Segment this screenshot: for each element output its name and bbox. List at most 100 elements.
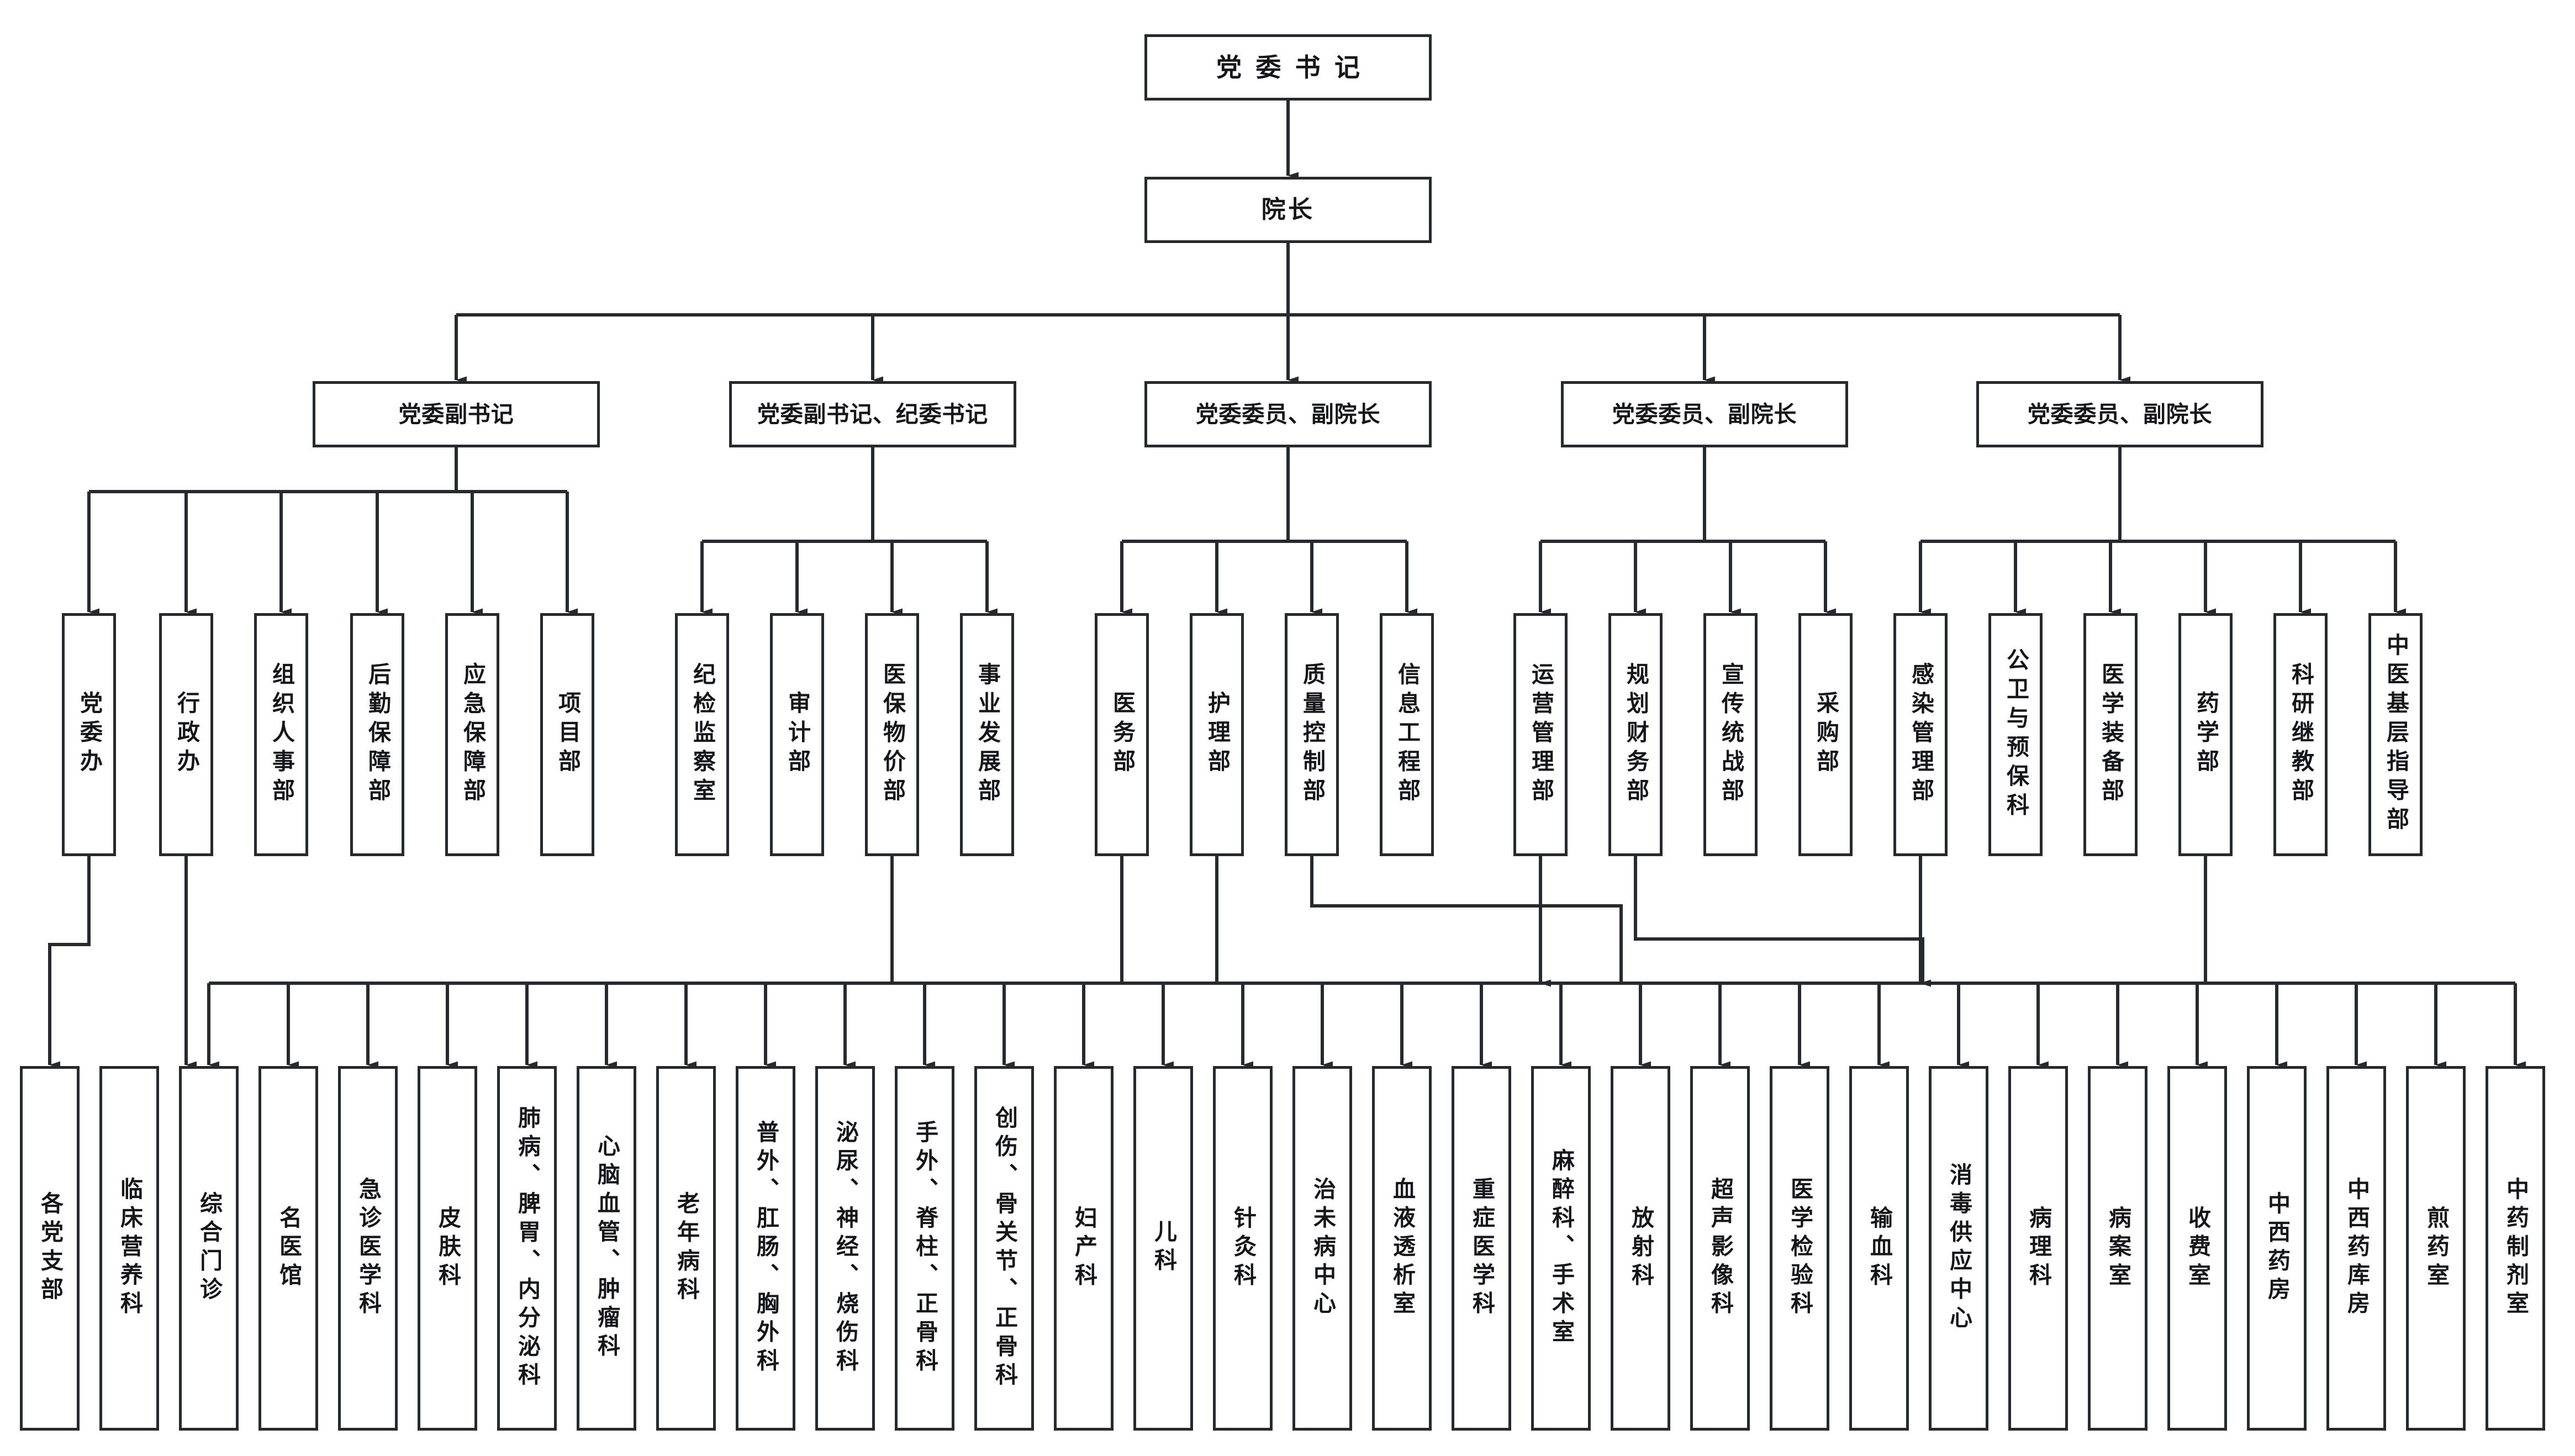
node-label: 治未病中心 <box>1310 1177 1336 1320</box>
node-label: 名医馆 <box>276 1205 302 1291</box>
node-department-6[interactable]: 纪检监察室 <box>675 613 729 856</box>
node-department-19[interactable]: 公卫与预保科 <box>1988 613 2043 856</box>
node-department-10[interactable]: 医务部 <box>1095 613 1149 856</box>
node-department-7[interactable]: 审计部 <box>770 613 824 856</box>
node-deputy-2[interactable]: 党委委员、副院长 <box>1144 381 1432 447</box>
node-label: 各党支部 <box>37 1191 63 1306</box>
node-department-12[interactable]: 质量控制部 <box>1285 613 1339 856</box>
node-deputy-0[interactable]: 党委副书记 <box>313 381 600 447</box>
node-clinical-3[interactable]: 名医馆 <box>258 1066 318 1431</box>
node-department-17[interactable]: 采购部 <box>1798 613 1853 856</box>
node-department-3[interactable]: 后勤保障部 <box>350 613 404 856</box>
node-label: 应急保障部 <box>460 662 486 808</box>
node-clinical-30[interactable]: 煎药室 <box>2406 1066 2466 1431</box>
node-clinical-12[interactable]: 创伤、骨关节、正骨科 <box>974 1066 1034 1431</box>
node-label: 运营管理部 <box>1528 662 1554 808</box>
node-department-4[interactable]: 应急保障部 <box>445 613 499 856</box>
node-label: 党委办 <box>76 691 102 778</box>
node-clinical-0[interactable]: 各党支部 <box>20 1066 80 1431</box>
node-department-21[interactable]: 药学部 <box>2178 613 2233 856</box>
node-department-18[interactable]: 感染管理部 <box>1893 613 1948 856</box>
node-label: 行政办 <box>173 691 199 778</box>
node-department-15[interactable]: 规划财务部 <box>1608 613 1663 856</box>
node-department-1[interactable]: 行政办 <box>159 613 213 856</box>
node-clinical-13[interactable]: 妇产科 <box>1054 1066 1114 1431</box>
node-department-23[interactable]: 中医基层指导部 <box>2368 613 2423 856</box>
node-clinical-19[interactable]: 麻醉科、手术室 <box>1531 1066 1591 1431</box>
node-clinical-14[interactable]: 儿科 <box>1133 1066 1193 1431</box>
node-department-14[interactable]: 运营管理部 <box>1513 613 1568 856</box>
node-department-20[interactable]: 医学装备部 <box>2083 613 2138 856</box>
node-deputy-3[interactable]: 党委委员、副院长 <box>1561 381 1848 447</box>
node-department-8[interactable]: 医保物价部 <box>865 613 919 856</box>
node-label: 煎药室 <box>2423 1205 2449 1291</box>
node-label: 中西药房 <box>2264 1191 2290 1306</box>
node-label: 药学部 <box>2193 691 2219 778</box>
node-clinical-21[interactable]: 超声影像科 <box>1690 1066 1750 1431</box>
node-department-2[interactable]: 组织人事部 <box>254 613 308 856</box>
node-clinical-2[interactable]: 综合门诊 <box>179 1066 239 1431</box>
node-clinical-22[interactable]: 医学检验科 <box>1770 1066 1829 1431</box>
node-clinical-1[interactable]: 临床营养科 <box>99 1066 159 1431</box>
node-label: 审计部 <box>784 691 810 778</box>
node-label: 医保物价部 <box>879 662 905 808</box>
node-label: 宣传统战部 <box>1718 662 1744 808</box>
node-label: 肺病、脾胃、内分泌科 <box>514 1105 540 1391</box>
node-label: 党委委员、副院长 <box>2027 401 2213 427</box>
node-label: 儿科 <box>1151 1220 1176 1277</box>
node-label: 超声影像科 <box>1707 1177 1733 1320</box>
node-label: 质量控制部 <box>1299 662 1325 808</box>
node-label: 重症医学科 <box>1469 1177 1495 1320</box>
node-label: 纪检监察室 <box>689 662 715 808</box>
node-label: 病理科 <box>2025 1205 2051 1291</box>
node-department-0[interactable]: 党委办 <box>62 613 116 856</box>
node-clinical-23[interactable]: 输血科 <box>1849 1066 1909 1431</box>
node-deputy-1[interactable]: 党委副书记、纪委书记 <box>729 381 1016 447</box>
node-clinical-20[interactable]: 放射科 <box>1611 1066 1670 1431</box>
node-label: 妇产科 <box>1071 1205 1097 1291</box>
node-label: 医务部 <box>1109 691 1135 778</box>
node-clinical-18[interactable]: 重症医学科 <box>1452 1066 1511 1431</box>
node-clinical-31[interactable]: 中药制剂室 <box>2486 1066 2545 1431</box>
node-label: 泌尿、神经、烧伤科 <box>832 1120 858 1377</box>
node-label: 采购部 <box>1813 691 1839 778</box>
node-label: 中西药库房 <box>2344 1177 2370 1320</box>
node-label: 科研继教部 <box>2288 662 2314 808</box>
node-department-11[interactable]: 护理部 <box>1190 613 1244 856</box>
node-clinical-5[interactable]: 皮肤科 <box>418 1066 477 1431</box>
node-clinical-7[interactable]: 心脑血管、肿瘤科 <box>577 1066 636 1431</box>
node-department-5[interactable]: 项目部 <box>540 613 594 856</box>
node-department-13[interactable]: 信息工程部 <box>1380 613 1434 856</box>
node-label: 中医基层指导部 <box>2383 633 2409 836</box>
node-clinical-26[interactable]: 病案室 <box>2088 1066 2147 1431</box>
node-label: 输血科 <box>1866 1205 1892 1291</box>
node-clinical-16[interactable]: 治未病中心 <box>1292 1066 1352 1431</box>
node-label: 综合门诊 <box>196 1191 222 1306</box>
node-clinical-10[interactable]: 泌尿、神经、烧伤科 <box>815 1066 875 1431</box>
node-label: 老年病科 <box>673 1191 699 1306</box>
node-clinical-24[interactable]: 消毒供应中心 <box>1929 1066 1988 1431</box>
node-clinical-29[interactable]: 中西药库房 <box>2326 1066 2386 1431</box>
node-department-16[interactable]: 宣传统战部 <box>1703 613 1758 856</box>
node-label: 感染管理部 <box>1908 662 1934 808</box>
node-clinical-25[interactable]: 病理科 <box>2008 1066 2068 1431</box>
node-clinical-11[interactable]: 手外、脊柱、正骨科 <box>895 1066 954 1431</box>
node-label: 普外、肛肠、胸外科 <box>753 1120 779 1377</box>
node-party-secretary[interactable]: 党委书记 <box>1144 34 1432 101</box>
node-clinical-17[interactable]: 血液透析室 <box>1372 1066 1432 1431</box>
node-department-9[interactable]: 事业发展部 <box>960 613 1014 856</box>
node-deputy-4[interactable]: 党委委员、副院长 <box>1976 381 2263 447</box>
node-president[interactable]: 院长 <box>1144 177 1432 243</box>
node-clinical-9[interactable]: 普外、肛肠、胸外科 <box>736 1066 795 1431</box>
node-clinical-8[interactable]: 老年病科 <box>656 1066 716 1431</box>
node-clinical-28[interactable]: 中西药房 <box>2247 1066 2307 1431</box>
node-label: 放射科 <box>1628 1205 1654 1291</box>
node-clinical-4[interactable]: 急诊医学科 <box>338 1066 398 1431</box>
node-clinical-6[interactable]: 肺病、脾胃、内分泌科 <box>497 1066 557 1431</box>
node-department-22[interactable]: 科研继教部 <box>2273 613 2328 856</box>
node-label: 心脑血管、肿瘤科 <box>594 1134 620 1363</box>
node-label: 事业发展部 <box>974 662 1000 808</box>
node-clinical-15[interactable]: 针灸科 <box>1213 1066 1273 1431</box>
node-clinical-27[interactable]: 收费室 <box>2167 1066 2227 1431</box>
